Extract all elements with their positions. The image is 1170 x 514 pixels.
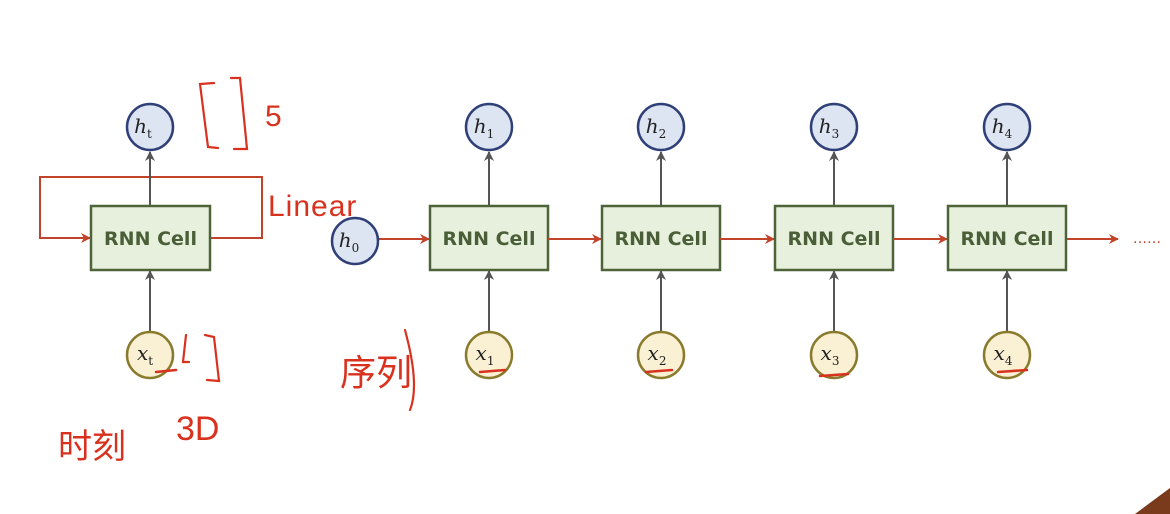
- hidden-state-node: [982, 102, 1032, 152]
- node-sub: 2: [659, 127, 667, 141]
- node-sub: 1: [487, 354, 495, 368]
- rnn-cell-label: RNN Cell: [443, 228, 536, 250]
- node-sub: t: [147, 127, 152, 141]
- rnn-cell: [773, 204, 895, 272]
- annotation-time-step: 时刻: [58, 428, 126, 466]
- folded-rnn: RNN Cell ht xt: [39, 102, 263, 380]
- svg-text:xt: xt: [137, 341, 153, 368]
- annotation-3d: 3D: [176, 410, 219, 448]
- initial-state: h0: [330, 216, 430, 266]
- node-sub: 2: [659, 354, 667, 368]
- h0-node: [330, 216, 380, 266]
- node-var: h: [134, 114, 147, 138]
- rnn-cell: [428, 204, 550, 272]
- bracket-left: [181, 333, 191, 364]
- svg-text:h1: h1: [474, 114, 495, 141]
- node-var: x: [994, 341, 1005, 365]
- node-var: h: [339, 228, 352, 252]
- svg-text:h2: h2: [646, 114, 667, 141]
- svg-text:h3: h3: [819, 114, 840, 141]
- input-node: [636, 330, 686, 380]
- bracket-right: [229, 76, 249, 151]
- rnn-cell-label: RNN Cell: [104, 228, 197, 250]
- rnn-cell-label: RNN Cell: [961, 228, 1054, 250]
- node-sub: 3: [832, 354, 840, 368]
- node-var: x: [137, 341, 148, 365]
- hidden-state-node: [809, 102, 859, 152]
- svg-text:ht: ht: [134, 114, 152, 141]
- pen-stroke: [403, 328, 416, 412]
- annotation-hidden-size: 5: [265, 100, 282, 133]
- corner-object: [1135, 488, 1170, 514]
- input-node: [982, 330, 1032, 380]
- node-var: x: [648, 341, 659, 365]
- underline: [154, 368, 178, 374]
- rnn-cell: [89, 204, 212, 272]
- hidden-state-node: [464, 102, 514, 152]
- hidden-state-node: [636, 102, 686, 152]
- node-sub: 4: [1005, 354, 1013, 368]
- node-sub: 0: [352, 241, 360, 255]
- node-var: x: [476, 341, 487, 365]
- node-var: h: [992, 114, 1005, 138]
- underline: [996, 368, 1029, 374]
- underline: [818, 372, 850, 378]
- node-sub: 4: [1005, 127, 1013, 141]
- underline: [478, 368, 507, 374]
- svg-text:x3: x3: [821, 341, 840, 368]
- bracket-right: [203, 333, 221, 383]
- rnn-cell: [946, 204, 1068, 272]
- input-node: [464, 330, 514, 380]
- underline: [644, 368, 674, 374]
- node-sub: t: [148, 354, 153, 368]
- node-sub: 3: [832, 127, 840, 141]
- annotation-sequence: 序列: [340, 352, 412, 393]
- rnn-cell-label: RNN Cell: [788, 228, 881, 250]
- node-var: h: [474, 114, 487, 138]
- hidden-state-node: [125, 102, 175, 152]
- input-node: [125, 330, 175, 380]
- rnn-cell: [600, 204, 722, 272]
- node-sub: 1: [487, 127, 495, 141]
- continuation-dots: ……: [1133, 231, 1161, 247]
- input-node: [809, 330, 859, 380]
- node-var: h: [646, 114, 659, 138]
- svg-text:x4: x4: [994, 341, 1013, 368]
- handwritten-annotations: [154, 76, 1029, 412]
- bracket-left: [198, 81, 220, 150]
- svg-text:x1: x1: [476, 341, 495, 368]
- svg-text:h4: h4: [992, 114, 1013, 141]
- node-var: x: [821, 341, 832, 365]
- svg-text:x2: x2: [648, 341, 667, 368]
- node-var: h: [819, 114, 832, 138]
- svg-text:h0: h0: [339, 228, 360, 255]
- annotation-linear: Linear: [268, 190, 357, 223]
- rnn-cell-label: RNN Cell: [615, 228, 708, 250]
